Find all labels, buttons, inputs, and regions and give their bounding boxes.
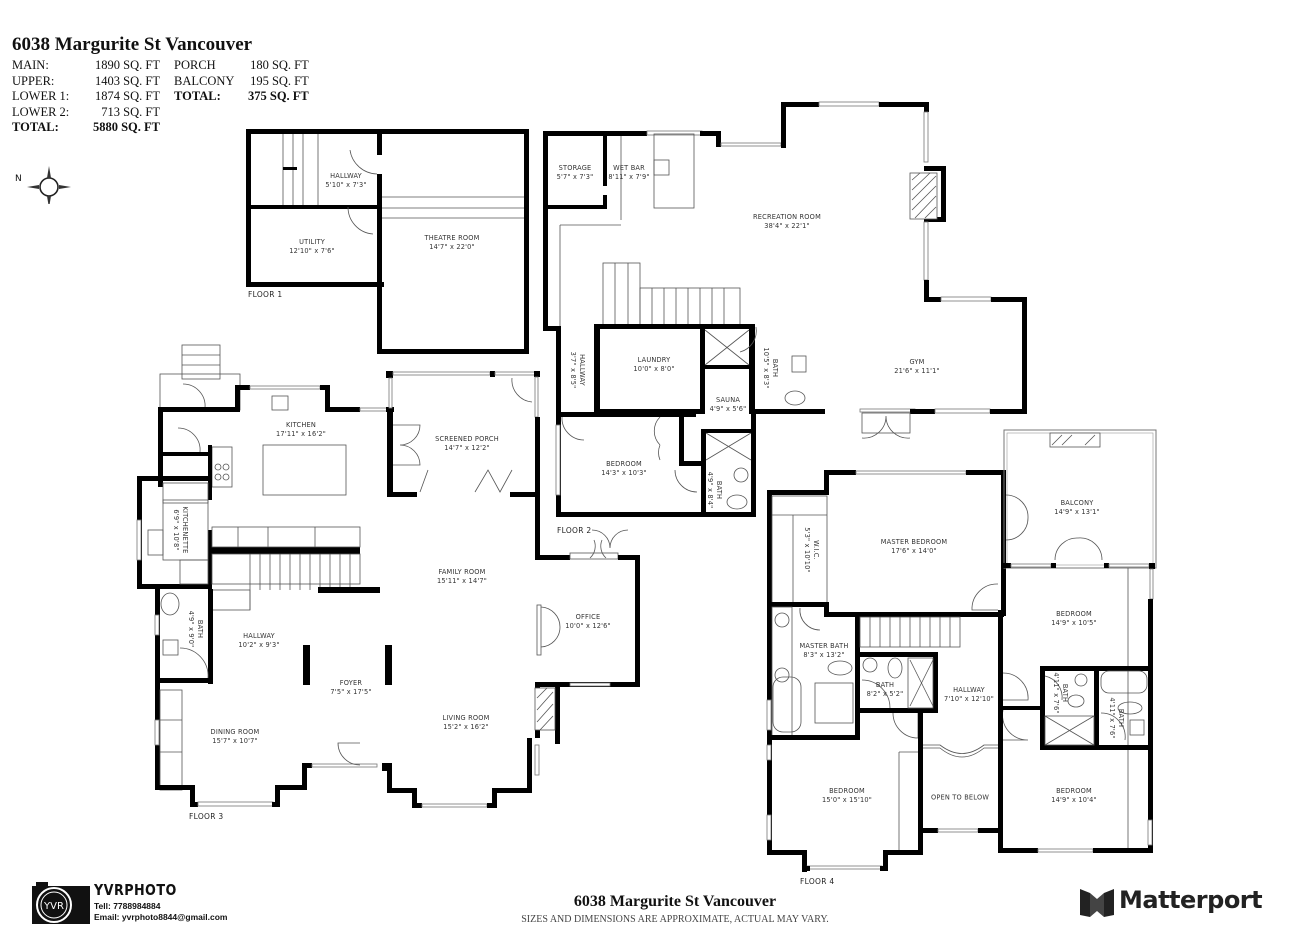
extra-label: PORCH bbox=[174, 58, 216, 72]
area-label: LOWER 2: bbox=[12, 104, 70, 119]
floor-2-label: FLOOR 2 bbox=[557, 526, 592, 535]
footer-disclaimer: SIZES AND DIMENSIONS ARE APPROXIMATE, AC… bbox=[521, 914, 829, 925]
yvrphoto-camera-logo-icon: YVR bbox=[32, 882, 90, 924]
floor-4-label: FLOOR 4 bbox=[800, 877, 835, 886]
extra-total-label: TOTAL: bbox=[174, 89, 221, 103]
floor-1-walls bbox=[246, 129, 529, 354]
area-value: 713 SQ. FT bbox=[101, 104, 160, 119]
area-label: MAIN: bbox=[12, 58, 49, 72]
photographer-tel: Tell: 7788984884 bbox=[94, 901, 161, 911]
footer-title: 6038 Margurite St Vancouver bbox=[573, 893, 777, 910]
extra-value: 195 SQ. FT bbox=[250, 73, 309, 88]
room-wic: W.I.C.5'3" x 10'10" bbox=[803, 527, 820, 573]
floor-2-walls bbox=[543, 101, 1027, 549]
photographer-name: YVRPHOTO bbox=[94, 881, 177, 899]
room-open-to-below: OPEN TO BELOW bbox=[930, 793, 990, 802]
area-value: 1890 SQ. FT bbox=[95, 58, 160, 72]
area-summary: MAIN: 1890 SQ. FT PORCH 180 SQ. FT UPPER… bbox=[12, 58, 309, 136]
extra-label: BALCONY bbox=[174, 73, 235, 88]
area-value: 1403 SQ. FT bbox=[95, 73, 160, 88]
floor-3-label: FLOOR 3 bbox=[189, 812, 224, 821]
property-title: 6038 Margurite St Vancouver bbox=[12, 34, 253, 55]
floor-4-walls bbox=[766, 412, 1157, 872]
area-total-value: 5880 SQ. FT bbox=[92, 120, 160, 134]
matterport-brand-name: Matterport bbox=[1119, 886, 1263, 914]
area-total-label: TOTAL: bbox=[12, 120, 59, 134]
extra-total-value: 375 SQ. FT bbox=[248, 89, 309, 103]
svg-text:YVR: YVR bbox=[43, 901, 64, 912]
area-label: UPPER: bbox=[12, 73, 55, 88]
photographer-email: Email: yvrphoto8844@gmail.com bbox=[94, 912, 228, 922]
compass-north-label: N bbox=[15, 174, 22, 184]
floor-3-walls bbox=[136, 344, 640, 808]
extra-value: 180 SQ. FT bbox=[250, 58, 309, 72]
floor-1-label: FLOOR 1 bbox=[248, 290, 283, 299]
compass-icon bbox=[27, 166, 71, 204]
area-label: LOWER 1: bbox=[12, 89, 70, 103]
area-value: 1874 SQ. FT bbox=[95, 89, 160, 103]
matterport-logo-icon bbox=[1080, 889, 1114, 917]
